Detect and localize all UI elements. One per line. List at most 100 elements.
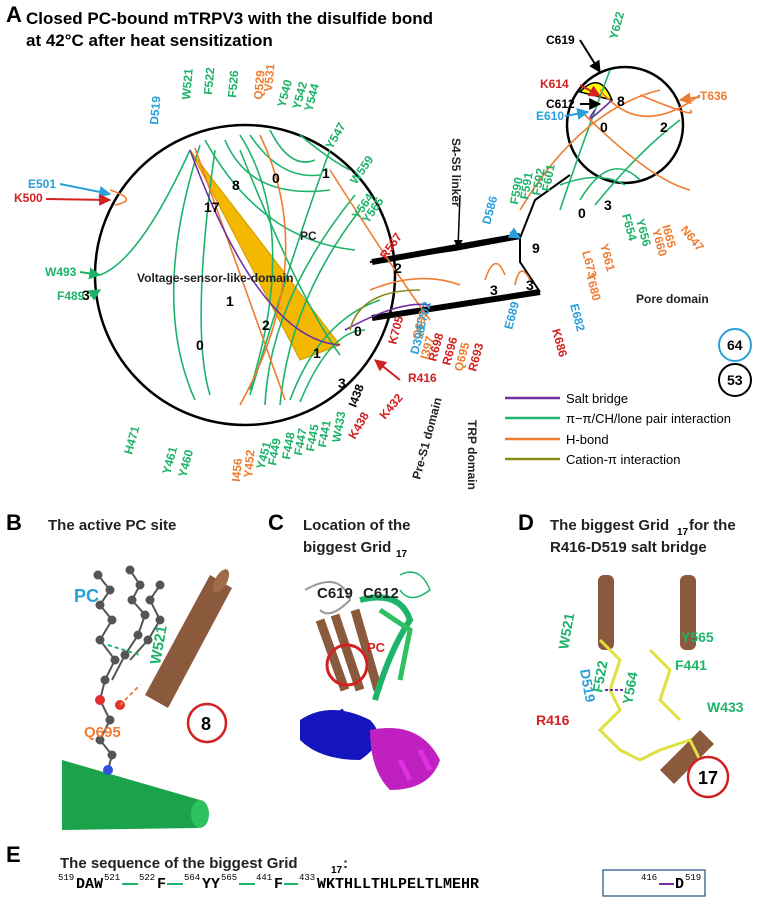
panel-d-title-tail: for the (689, 517, 736, 534)
f441-label-d: F441 (675, 657, 707, 673)
grid-label-b: 8 (201, 714, 211, 734)
seq-text: F (157, 876, 166, 893)
grid-num: 0 (600, 119, 608, 135)
d519-label-d: D519 (577, 668, 599, 704)
f522-label-d: F522 (589, 659, 610, 693)
res-label: K438 (345, 409, 372, 441)
trp-label: TRP domain (465, 420, 479, 490)
res-label: Y547 (322, 120, 348, 152)
seq-sup: 433 (299, 873, 315, 883)
pc-label-b: PC (74, 586, 99, 606)
s4s5-label: S4-S5 linker (449, 138, 463, 207)
grid-num: 1 (322, 165, 330, 181)
panel-d-title-line1: The biggest Grid (550, 517, 669, 534)
grid-num: 1 (226, 293, 234, 309)
grid-circle-d (686, 755, 730, 799)
res-label: T680 (583, 272, 604, 302)
res-label: F441 (315, 419, 334, 449)
seq-sup: 441 (256, 873, 272, 883)
res-label: F601 (539, 163, 558, 193)
res-label: I665 (659, 223, 679, 249)
res-label: K614 (540, 77, 569, 91)
grid-num: 0 (354, 323, 362, 339)
green-helix (62, 760, 209, 830)
olive-arcs (349, 289, 421, 331)
seq-sup: 521 (104, 873, 120, 883)
res-label: I438 (346, 382, 367, 409)
grid-numbers: 8 17 0 1 2 1 3 0 0 1 2 3 3 9 0 3 0 8 2 3 (82, 93, 668, 391)
res-label: W521 (179, 67, 196, 100)
res-label: F447 (291, 427, 310, 457)
s4s5-pointer (453, 194, 463, 249)
res-label: F592 (529, 167, 548, 197)
grid17-wedge (189, 149, 341, 361)
res-label: Y661 (597, 242, 618, 273)
grid-num: 2 (660, 119, 668, 135)
panel-a-title-line1: Closed PC-bound mTRPV3 with the disulfid… (26, 9, 433, 28)
yellow-chain-d (597, 638, 702, 762)
hbond-dash (119, 684, 141, 706)
count-top: 64 (727, 337, 743, 353)
grid-num: 1 (313, 345, 321, 361)
count-circle-bottom (718, 363, 752, 397)
legend-label: π−π/CH/lone pair interaction (566, 411, 731, 426)
pore-circle (565, 65, 685, 185)
res-label: F489 (57, 289, 85, 303)
panel-d-title-sub: 17 (677, 527, 689, 538)
seq-text: WKTHLLTHLPELTLMEHR (317, 876, 479, 893)
seq-sup: 519 (685, 873, 701, 883)
res-label: C612 (546, 97, 575, 111)
panel-c-title-sub: 17 (396, 549, 408, 560)
grid-num: 8 (617, 93, 625, 109)
panel-e-letter: E (6, 842, 21, 867)
panel-c: C Location of the biggest Grid 17 C619 C… (268, 510, 440, 790)
legend: Salt bridge π−π/CH/lone pair interaction… (505, 391, 731, 467)
panel-e-title: The sequence of the biggest Grid (60, 855, 298, 872)
res-label: E682 (567, 302, 588, 333)
grid-num: 3 (604, 197, 612, 213)
grid17-highlight (325, 643, 369, 687)
grid-num: 0 (272, 170, 280, 186)
panel-d: D The biggest Grid 17 for the R416-D519 … (518, 510, 744, 799)
c612-label-c: C612 (363, 585, 399, 602)
grid-num: 3 (526, 277, 534, 293)
legend-label: Cation-π interaction (566, 452, 680, 467)
res-label: I456 (229, 457, 245, 482)
y565-label-d: Y565 (681, 629, 714, 645)
res-label: K500 (14, 191, 43, 205)
panel-a: A Closed PC-bound mTRPV3 with the disulf… (6, 2, 752, 490)
grid-num: 2 (394, 260, 402, 276)
panel-b-letter: B (6, 510, 22, 535)
salt-bridge-box (602, 869, 706, 897)
s4s5-linker-bar (371, 233, 521, 265)
pc-label: PC (300, 229, 317, 243)
protein-cartoon (300, 571, 440, 790)
count-bottom: 53 (727, 372, 743, 388)
panel-a-letter: A (6, 2, 22, 27)
seq-sup: 522 (139, 873, 155, 883)
grid-num: 17 (204, 199, 220, 215)
grid-num: 2 (262, 317, 270, 333)
res-label: F526 (225, 69, 241, 98)
q695-label-b: Q695 (84, 724, 121, 741)
res-label: I397 (417, 334, 437, 360)
vsld-label: Voltage-sensor-like-domain (137, 271, 293, 285)
w433-label-d: W433 (707, 699, 744, 715)
res-label: W493 (45, 265, 77, 279)
legend-label: H-bond (566, 432, 609, 447)
count-circle-top (718, 328, 752, 362)
res-label: F522 (201, 66, 217, 95)
r416-label-d: R416 (536, 712, 570, 728)
res-label: V531 (261, 63, 277, 92)
seq-sup: 565 (221, 873, 237, 883)
brown-helix (145, 569, 232, 708)
green-residues: W521 F522 F526 Y540 Y542 Y544 Y547 W559 … (45, 10, 654, 479)
panel-b-title: The active PC site (48, 517, 176, 534)
res-label: F590 (507, 176, 526, 206)
legend-label: Salt bridge (566, 391, 628, 406)
w521-label-d: W521 (555, 612, 577, 651)
pc-molecule (93, 565, 165, 775)
panel-d-title-line2: R416-D519 salt bridge (550, 539, 707, 556)
grid-num: 3 (490, 282, 498, 298)
